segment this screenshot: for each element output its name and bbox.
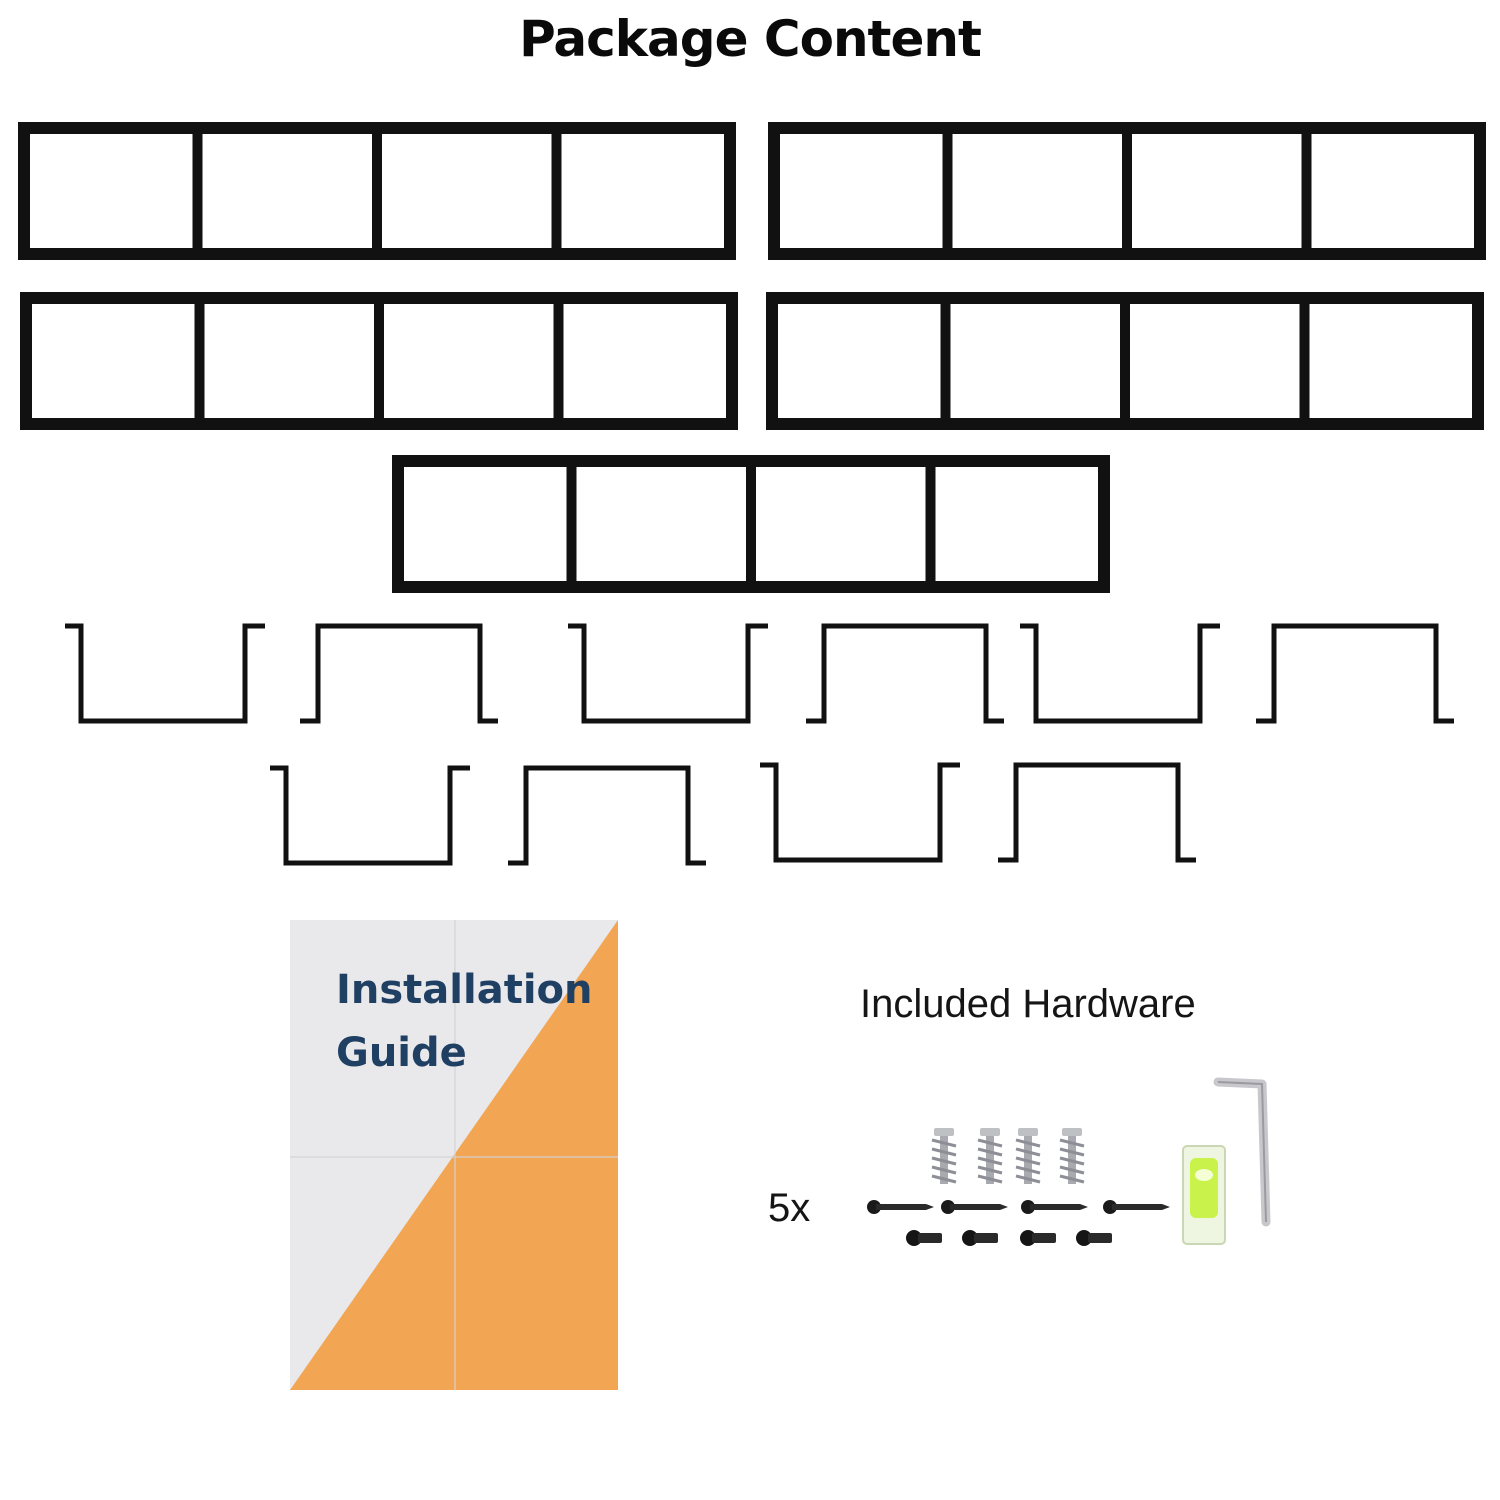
long-screw-icon: [1021, 1200, 1088, 1214]
mounting-bracket: [270, 765, 470, 866]
screws: [867, 1200, 1170, 1246]
short-screw-icon: [1020, 1230, 1056, 1246]
wall-anchor-icon: [931, 1128, 957, 1184]
short-screw-icon: [1076, 1230, 1112, 1246]
hardware-quantity: 5x: [768, 1186, 811, 1230]
brackets-group: [65, 623, 1454, 866]
wall-shelf: [18, 122, 736, 260]
mounting-bracket: [65, 623, 265, 724]
wall-shelf: [768, 122, 1486, 260]
wall-shelf: [766, 292, 1484, 430]
wall-anchors: [931, 1128, 1085, 1184]
hardware-title: Included Hardware: [860, 982, 1196, 1026]
long-screw-icon: [1103, 1200, 1170, 1214]
mounting-bracket: [1256, 623, 1454, 724]
wall-anchor-icon: [1015, 1128, 1041, 1184]
mounting-bracket: [300, 623, 498, 724]
long-screw-icon: [941, 1200, 1008, 1214]
page-title: Package Content: [519, 10, 982, 68]
wall-shelf: [392, 455, 1110, 593]
mounting-bracket: [508, 765, 706, 866]
mounting-bracket: [998, 762, 1196, 863]
guide-title-line1: Installation: [336, 967, 592, 1013]
wall-anchor-icon: [977, 1128, 1003, 1184]
bubble-level-icon: [1182, 1145, 1226, 1245]
mounting-bracket: [1020, 623, 1220, 724]
wall-shelf: [20, 292, 738, 430]
wall-anchor-icon: [1059, 1128, 1085, 1184]
shelves-group: [18, 122, 1486, 593]
short-screw-icon: [906, 1230, 942, 1246]
installation-guide: Installation Guide: [290, 920, 618, 1390]
mounting-bracket: [568, 623, 768, 724]
short-screw-icon: [962, 1230, 998, 1246]
guide-title-line2: Guide: [336, 1030, 467, 1076]
mounting-bracket: [760, 762, 960, 863]
long-screw-icon: [867, 1200, 934, 1214]
mounting-bracket: [806, 623, 1004, 724]
